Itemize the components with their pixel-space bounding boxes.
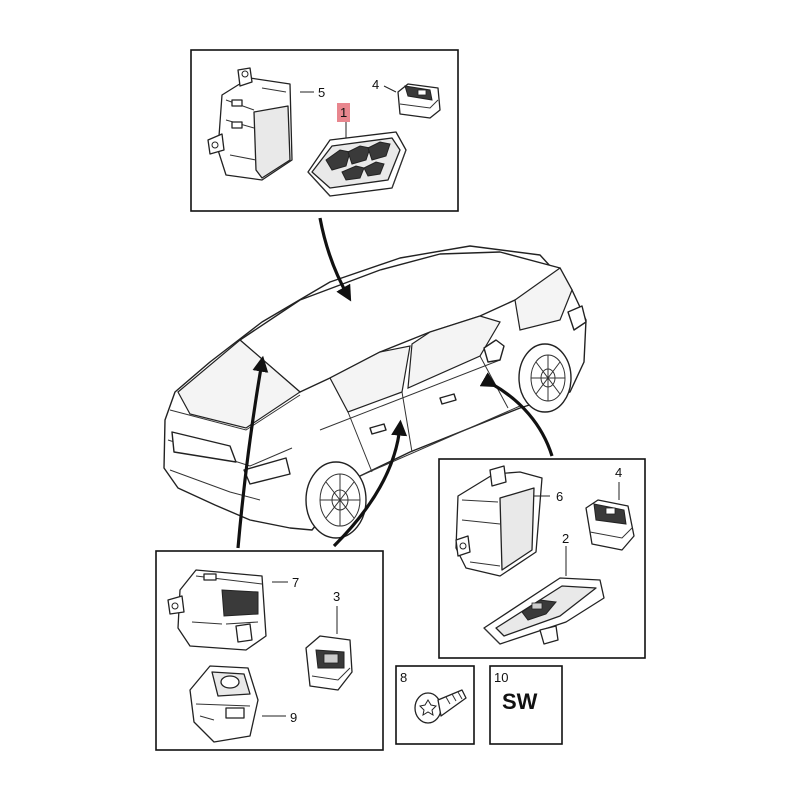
control-module-part-6 <box>455 465 543 577</box>
callout-3: 3 <box>333 589 340 604</box>
callout-6: 6 <box>556 489 563 504</box>
callout-4-top: 4 <box>372 77 379 92</box>
selected-part-highlight <box>337 103 350 122</box>
arrow-front-door <box>332 419 408 548</box>
callout-10: 10 <box>494 670 508 685</box>
callout-8: 8 <box>400 670 407 685</box>
car-illustration <box>163 245 587 539</box>
sw-label-box <box>489 665 563 745</box>
sw-label: SW <box>502 689 538 714</box>
arrow-rear-door <box>236 355 269 549</box>
switch-part-4-right <box>585 499 635 551</box>
window-switch-panel-part-1 <box>307 131 407 197</box>
callout-1: 1 <box>340 105 347 120</box>
switch-part-4-top <box>397 83 441 119</box>
callout-5: 5 <box>318 85 325 100</box>
leader-line-4-top <box>383 85 397 93</box>
callout-2: 2 <box>562 531 569 546</box>
torx-screw-icon <box>414 689 467 724</box>
callout-4-right: 4 <box>615 465 622 480</box>
arrow-to-top-panel <box>318 217 352 302</box>
control-module-part-5 <box>207 67 293 181</box>
callout-7: 7 <box>292 575 299 590</box>
control-module-part-7 <box>167 569 267 651</box>
switch-part-9 <box>189 665 259 743</box>
callout-9: 9 <box>290 710 297 725</box>
arrow-to-right-panel <box>479 372 554 457</box>
window-switch-panel-part-2 <box>483 577 605 645</box>
switch-part-3 <box>305 635 353 691</box>
